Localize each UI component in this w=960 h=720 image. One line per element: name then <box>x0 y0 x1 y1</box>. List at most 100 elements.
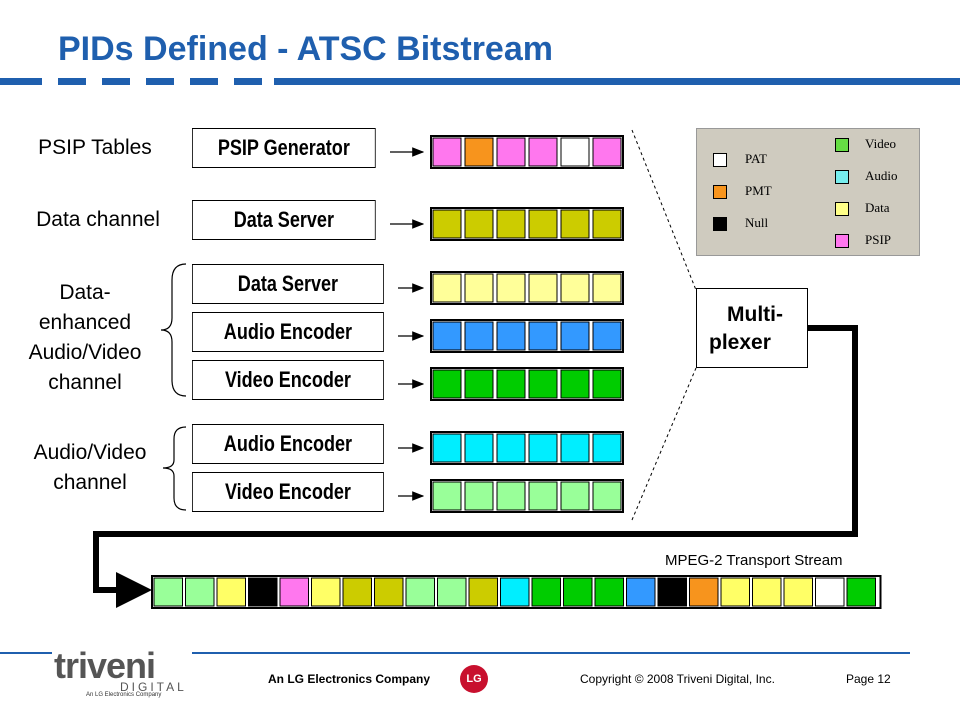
legend-label-null: Null <box>745 215 769 230</box>
transport-stream-cell <box>752 577 782 607</box>
packet-cell <box>560 209 590 239</box>
packet-cell <box>432 433 462 463</box>
label-data-enhanced-av-channel: Data- enhanced Audio/Video channel <box>28 281 142 394</box>
dashed-line-top <box>631 129 697 291</box>
legend-swatch-pmt <box>713 185 727 199</box>
packet-cell <box>592 137 622 167</box>
multiplexer-label-line2: plexer <box>709 331 771 354</box>
label-data-channel: Data channel <box>36 208 160 231</box>
packet-cell <box>464 369 494 399</box>
packet-row-frame-1 <box>430 207 624 241</box>
packet-cell <box>432 369 462 399</box>
legend-label-psip: PSIP <box>865 232 892 247</box>
audio-encoder-enhanced-box: Audio Encoder <box>192 312 384 352</box>
legend-swatch-psip <box>835 234 849 248</box>
packet-cell <box>560 433 590 463</box>
transport-stream-cell <box>626 577 656 607</box>
legend-swatch-pat <box>713 153 727 167</box>
multiplexer-box: Multi- plexer <box>696 288 808 368</box>
packet-row-frame-5 <box>430 431 624 465</box>
footer-company: An LG Electronics Company <box>268 672 431 686</box>
transport-stream-cell <box>311 577 341 607</box>
data-server-box: Data Server <box>192 200 376 240</box>
packet-row-frame-0 <box>430 135 624 169</box>
pid-legend: PAT PMT Null Video Audio Data PSIP <box>696 128 920 256</box>
lg-logo: LG <box>460 665 488 693</box>
packet-cell <box>432 273 462 303</box>
transport-stream-frame <box>151 575 882 609</box>
legend-swatch-data <box>835 202 849 216</box>
footer-rule <box>0 652 910 654</box>
legend-swatch-audio <box>835 170 849 184</box>
transport-stream-cell <box>689 577 719 607</box>
packet-cell <box>560 321 590 351</box>
transport-stream-cell <box>657 577 687 607</box>
packet-row-frame-2 <box>430 271 624 305</box>
label-av-channel: Audio/Video channel <box>33 441 147 494</box>
transport-stream-cell <box>185 577 215 607</box>
packet-cell <box>528 209 558 239</box>
transport-stream-cell <box>815 577 845 607</box>
audio-encoder-box: Audio Encoder <box>192 424 384 464</box>
packet-cell <box>528 369 558 399</box>
packet-cell <box>496 369 526 399</box>
transport-stream-cell <box>783 577 813 607</box>
legend-label-audio: Audio <box>865 168 898 183</box>
packet-cell <box>432 209 462 239</box>
video-encoder-box: Video Encoder <box>192 472 384 512</box>
packet-cell <box>560 273 590 303</box>
packet-cell <box>528 433 558 463</box>
dashed-line-bottom <box>631 367 697 521</box>
legend-label-pat: PAT <box>745 151 767 166</box>
legend-swatch-video <box>835 138 849 152</box>
packet-cell <box>496 209 526 239</box>
transport-stream-cell <box>594 577 624 607</box>
psip-generator-box: PSIP Generator <box>192 128 376 168</box>
transport-stream-cell <box>248 577 278 607</box>
transport-stream-label: MPEG-2 Transport Stream <box>665 552 843 569</box>
packet-cell <box>464 137 494 167</box>
packet-cell <box>592 273 622 303</box>
transport-stream-cell <box>531 577 561 607</box>
packet-cell <box>464 209 494 239</box>
transport-stream-cell <box>153 577 183 607</box>
packet-cell <box>592 321 622 351</box>
transport-stream-cell <box>846 577 876 607</box>
packet-cell <box>496 433 526 463</box>
packet-cell <box>496 321 526 351</box>
packet-cell <box>432 137 462 167</box>
transport-stream-cell <box>500 577 530 607</box>
packet-cell <box>496 481 526 511</box>
transport-stream-cell <box>342 577 372 607</box>
legend-label-pmt: PMT <box>745 183 772 198</box>
title-underline <box>0 78 960 85</box>
packet-cell <box>528 137 558 167</box>
packet-cell <box>432 321 462 351</box>
packet-cell <box>560 481 590 511</box>
triveni-logo: triveni DIGITAL An LG Electronics Compan… <box>52 648 192 700</box>
legend-swatch-null <box>713 217 727 231</box>
footer-copyright: Copyright © 2008 Triveni Digital, Inc. <box>580 672 775 686</box>
packet-cell <box>464 481 494 511</box>
video-encoder-enhanced-box: Video Encoder <box>192 360 384 400</box>
transport-stream-cell <box>405 577 435 607</box>
packet-cell <box>496 137 526 167</box>
footer-page-number: Page 12 <box>846 672 891 686</box>
multiplexer-label-line1: Multi- <box>727 303 783 326</box>
packet-row-frame-6 <box>430 479 624 513</box>
slide-title: PIDs Defined - ATSC Bitstream <box>58 30 553 68</box>
transport-stream-cell <box>374 577 404 607</box>
packet-row-frame-4 <box>430 367 624 401</box>
transport-stream-cell <box>216 577 246 607</box>
packet-cell <box>592 433 622 463</box>
packet-cell <box>592 369 622 399</box>
transport-stream-cell <box>279 577 309 607</box>
packet-cell <box>592 209 622 239</box>
packet-cell <box>528 481 558 511</box>
packet-cell <box>528 273 558 303</box>
legend-label-data: Data <box>865 200 890 215</box>
packet-cell <box>464 321 494 351</box>
packet-cell <box>496 273 526 303</box>
packet-cell <box>560 369 590 399</box>
